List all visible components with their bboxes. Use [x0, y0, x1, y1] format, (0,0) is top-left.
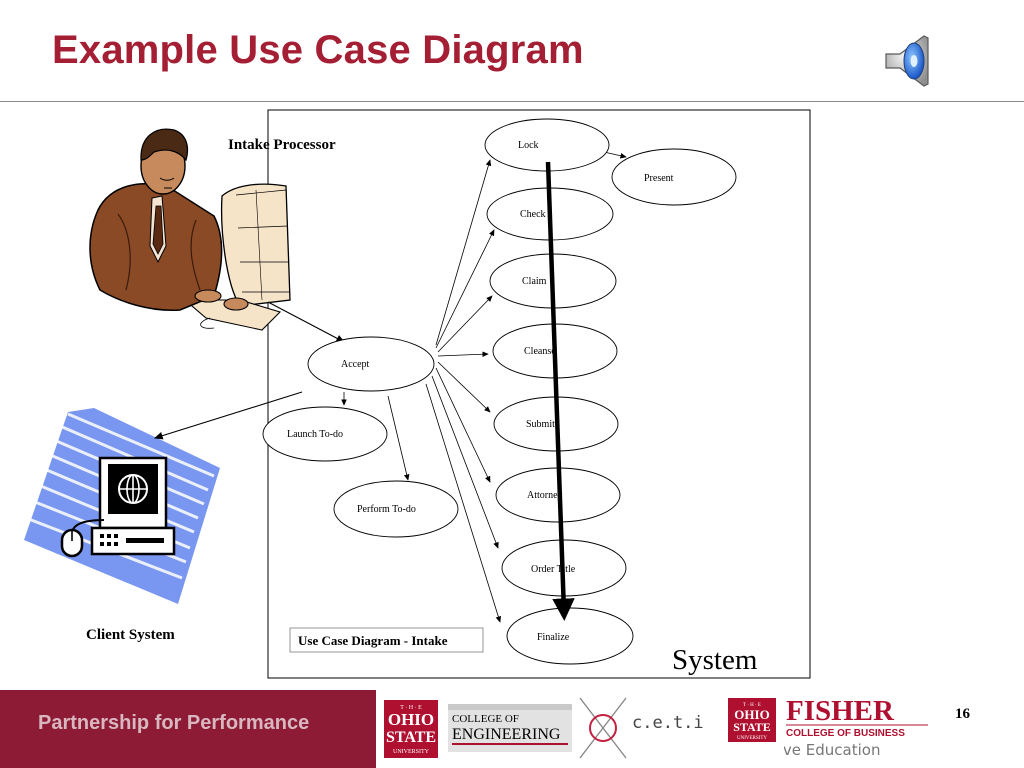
footer: Partnership for Performance T · H · E OH…: [0, 690, 1024, 768]
use-case-attorney-label: Attorney: [527, 490, 563, 501]
client-system-label: Client System: [86, 627, 175, 643]
accept-to-cleanse-arrow: [437, 351, 489, 358]
speaker-icon[interactable]: [880, 30, 942, 92]
ohio-state-small-state-text: STATE: [733, 720, 771, 734]
use-case-launch-todo: [262, 406, 388, 462]
slide-title: Example Use Case Diagram: [52, 28, 584, 72]
intake-processor-label: Intake Processor: [228, 137, 336, 153]
use-case-perform-todo-label: Perform To-do: [357, 504, 416, 515]
use-case-finalize-label: Finalize: [537, 632, 570, 643]
ohio-state-ohio-text: OHIO: [388, 710, 434, 729]
accept-to-attorney-arrow: [435, 367, 491, 483]
sequence-arrow: [545, 161, 575, 621]
use-case-present: [611, 148, 737, 206]
accept-to-submit-arrow: [437, 361, 491, 413]
accept-to-finalize-arrow: [425, 383, 502, 623]
use-case-cleanse-label: Cleanse: [524, 346, 556, 357]
college-of-engineering-logo: COLLEGE OF ENGINEERING: [448, 704, 572, 752]
use-case-accept: [307, 336, 435, 392]
ohio-state-university-text: UNIVERSITY: [393, 749, 430, 755]
ohio-state-state-text: STATE: [386, 729, 436, 746]
use-case-launch-todo-label: Launch To-do: [287, 429, 343, 440]
title-divider: [0, 101, 1024, 102]
use-case-check-label: Check: [520, 209, 546, 220]
system-label: System: [672, 644, 758, 676]
use-case-accept-label: Accept: [341, 359, 370, 370]
ohio-state-logo-small: T · H · E OHIO STATE UNIVERSITY: [728, 698, 776, 742]
footer-band: Partnership for Performance: [0, 690, 376, 768]
use-case-perform-todo: [333, 480, 459, 538]
accept-to-order-title-arrow: [431, 375, 499, 549]
accept-to-check-arrow: [435, 229, 495, 349]
use-case-claim-label: Claim: [522, 276, 547, 287]
ceti-logo: c.e.t.i: [579, 697, 704, 759]
actor-to-accept-arrow: [267, 301, 345, 343]
accept-to-perform-todo-arrow: [387, 395, 410, 481]
ohio-state-small-university-text: UNIVERSITY: [737, 736, 767, 741]
fisher-text: FISHER: [786, 695, 895, 727]
fisher-college-logo: FISHER COLLEGE OF BUSINESS Executive Edu…: [784, 695, 928, 759]
intake-processor-actor-icon: [89, 128, 291, 331]
accept-to-lock-arrow: [435, 159, 492, 346]
ohio-state-the-text: T · H · E: [400, 705, 422, 711]
system-boundary: [267, 109, 811, 679]
page-number: 16: [955, 706, 970, 722]
footer-partnership-text: Partnership for Performance: [38, 712, 310, 734]
use-case-diagram: Lock Present Check Claim Cleanse Submit …: [24, 109, 811, 679]
use-case-present-label: Present: [644, 173, 674, 184]
accept-to-claim-arrow: [437, 295, 493, 353]
use-case-finalize: [506, 607, 634, 665]
ohio-state-logo: T · H · E OHIO STATE UNIVERSITY: [384, 700, 438, 758]
diagram-caption-box: [289, 627, 484, 653]
lock-to-present-arrow: [603, 151, 627, 159]
engineering-text: ENGINEERING: [452, 726, 561, 743]
use-case-order-title-label: Order Title: [531, 564, 576, 575]
accept-to-client-arrow: [153, 391, 303, 440]
use-case-lock-label: Lock: [518, 140, 539, 151]
ceti-text: c.e.t.i: [632, 713, 704, 733]
executive-education-text: Executive Education: [784, 741, 880, 759]
ohio-state-small-ohio-text: OHIO: [734, 707, 769, 722]
diagram-caption: Use Case Diagram - Intake: [298, 633, 448, 648]
use-case-submit-label: Submit: [526, 419, 555, 430]
college-of-text: COLLEGE OF: [452, 713, 519, 725]
college-of-business-text: COLLEGE OF BUSINESS: [786, 728, 905, 739]
client-system-actor-icon: [24, 408, 220, 604]
ohio-state-small-the-text: T · H · E: [743, 703, 761, 708]
